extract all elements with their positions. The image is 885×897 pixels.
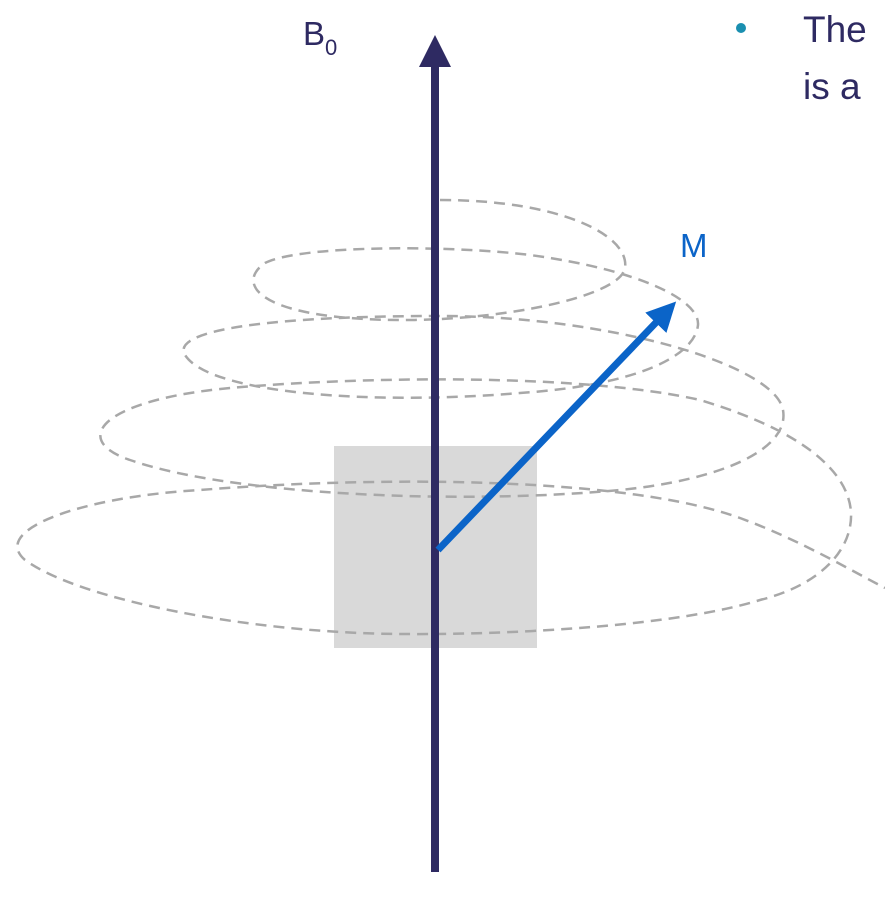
- m-label: M: [680, 227, 708, 264]
- b0-label: B0: [303, 15, 337, 60]
- bullet-dot: [736, 23, 746, 33]
- b0-subscript: 0: [325, 35, 337, 60]
- magnetization-vector: [435, 301, 677, 553]
- bullet-line-2: is a: [803, 66, 861, 107]
- precession-spiral: [16, 198, 885, 636]
- b0-axis-arrowhead: [419, 35, 451, 67]
- bullet-line-1: The: [803, 9, 867, 50]
